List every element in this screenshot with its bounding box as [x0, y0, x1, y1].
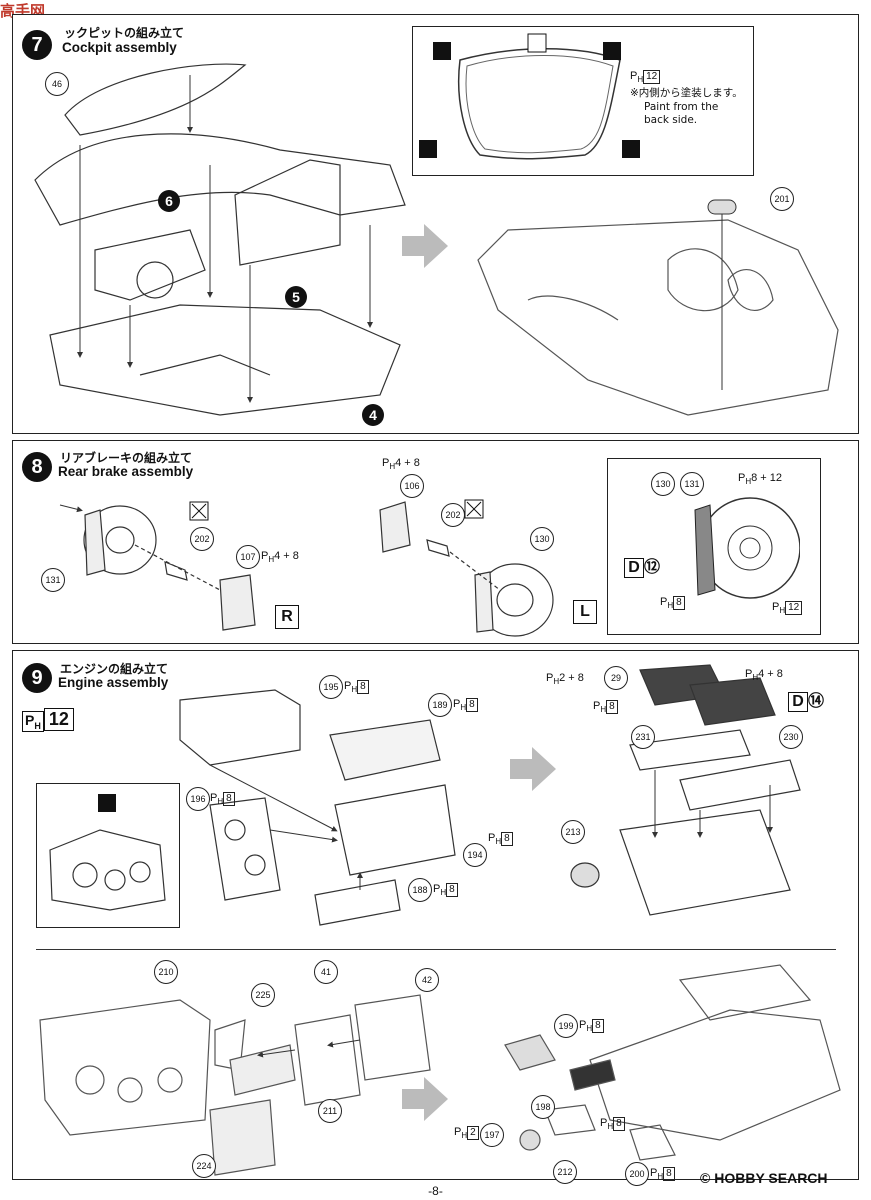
rear-brake-left-drawing — [379, 499, 554, 637]
engine-intake-drawing — [570, 664, 801, 916]
windshield-note-en-1: Paint from the — [644, 101, 719, 113]
part-callout-212: 212 — [553, 1160, 577, 1184]
part-callout-224: 224 — [192, 1154, 216, 1178]
part-callout-210: 210 — [154, 960, 178, 984]
part-callout-211: 211 — [318, 1099, 342, 1123]
part-callout-130-left: 130 — [530, 527, 554, 551]
step-7-jp-title: ックピットの組み立て — [64, 26, 185, 40]
part-callout-202-right: 202 — [190, 527, 214, 551]
windshield-drawing — [419, 33, 640, 160]
hobby-search-watermark: © HOBBY SEARCH — [700, 1170, 828, 1186]
page-number: -8- — [428, 1184, 443, 1198]
part-callout-42: 42 — [415, 968, 439, 992]
part-callout-199: 199 — [554, 1014, 578, 1038]
engine-belt-cover-drawing — [39, 994, 431, 1176]
part-callout-46: 46 — [45, 72, 69, 96]
part-callout-188: 188 — [408, 878, 432, 902]
step-8-number: 8 — [22, 452, 52, 482]
part-callout-197: 197 — [480, 1123, 504, 1147]
part-106-paint: PH4 + 8 — [382, 457, 420, 472]
part-callout-107: 107 — [236, 545, 260, 569]
part-callout-200: 200 — [625, 1162, 649, 1186]
step-8-jp-title: リアブレーキの組み立て — [60, 451, 193, 465]
step-7-en-title: Cockpit assembly — [62, 40, 177, 55]
step-9b-progress-arrow — [402, 1077, 448, 1121]
step-9-progress-arrow — [510, 747, 556, 791]
engine-reference-drawing — [49, 794, 166, 911]
step-7-number: 7 — [22, 30, 52, 60]
part-callout-131-right: 131 — [41, 568, 65, 592]
cockpit-completed-drawing — [477, 199, 839, 416]
part-callout-194: 194 — [463, 843, 487, 867]
engine-accessory-drawing — [504, 964, 841, 1161]
part-callout-225: 225 — [251, 983, 275, 1007]
part-callout-131-detail: 131 — [680, 472, 704, 496]
part-callout-29: 29 — [604, 666, 628, 690]
part-107-paint: PH4 + 8 — [261, 550, 299, 565]
part-130-paint-a: PH8 + 12 — [738, 472, 783, 487]
brake-disc-detail-drawing — [694, 497, 800, 599]
part-29-paint-b: PH4 + 8 — [745, 668, 783, 683]
engine-exploded-drawing — [179, 689, 456, 926]
left-side-label: L — [573, 600, 597, 624]
part-callout-41: 41 — [314, 960, 338, 984]
part-callout-231: 231 — [631, 725, 655, 749]
part-callout-106: 106 — [400, 474, 424, 498]
sub-assembly-4: 4 — [362, 404, 384, 426]
windshield-note-jp: ※内側から塗装します。 — [630, 87, 743, 99]
part-callout-130-detail: 130 — [651, 472, 675, 496]
watermark-icon: © — [700, 1170, 711, 1186]
part-callout-195: 195 — [319, 675, 343, 699]
step-9-number: 9 — [22, 663, 52, 693]
part-callout-198: 198 — [531, 1095, 555, 1119]
part-callout-230: 230 — [779, 725, 803, 749]
sub-assembly-5: 5 — [285, 286, 307, 308]
rear-brake-right-drawing — [59, 501, 256, 631]
part-callout-189: 189 — [428, 693, 452, 717]
step-8-en-title: Rear brake assembly — [58, 464, 194, 479]
part-callout-213: 213 — [561, 820, 585, 844]
part-callout-201: 201 — [770, 187, 794, 211]
part-29-paint-a: PH2 + 8 — [546, 672, 584, 687]
sub-assembly-6: 6 — [158, 190, 180, 212]
right-side-label: R — [275, 605, 299, 629]
cockpit-assembly-drawing — [34, 63, 406, 416]
part-callout-196: 196 — [186, 787, 210, 811]
step-9-en-title: Engine assembly — [58, 675, 169, 690]
part-callout-202-left: 202 — [441, 503, 465, 527]
windshield-note-en-2: back side. — [644, 114, 698, 126]
step-7-progress-arrow — [402, 224, 448, 268]
step-9-divider — [36, 949, 836, 950]
step-9-jp-title: エンジンの組み立て — [60, 662, 169, 676]
